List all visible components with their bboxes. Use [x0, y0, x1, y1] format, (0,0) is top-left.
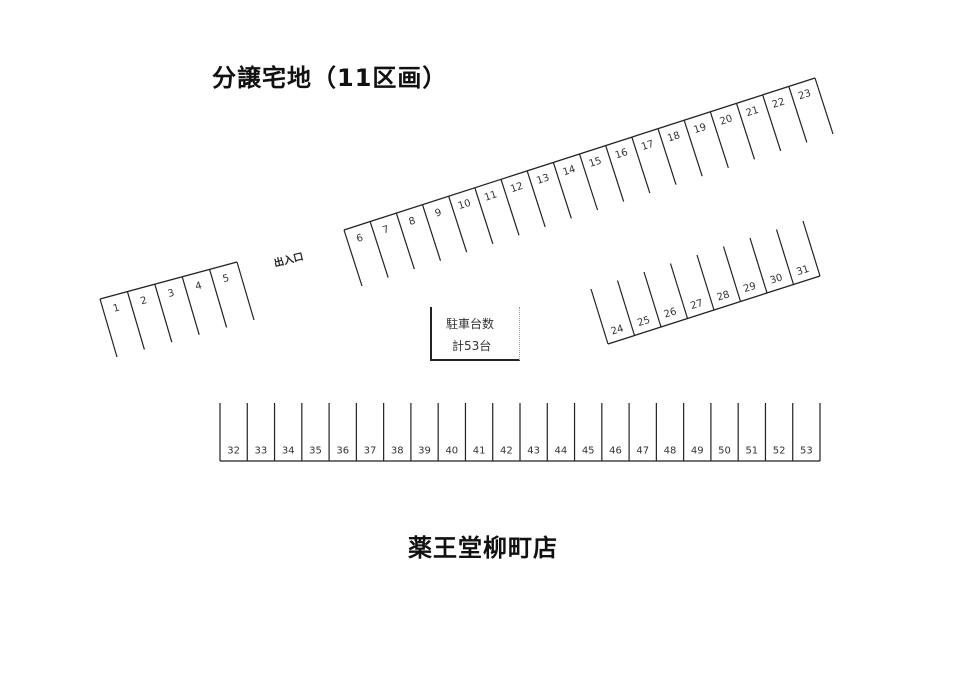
- parking-space-7: 7: [381, 224, 390, 236]
- space-divider: [683, 120, 703, 177]
- parking-space-53: 53: [800, 446, 813, 457]
- space-divider: [552, 162, 572, 219]
- parking-space-40: 40: [445, 446, 458, 457]
- parking-space-14: 14: [561, 164, 576, 178]
- parking-space-10: 10: [457, 198, 472, 212]
- parking-space-12: 12: [509, 181, 524, 195]
- parking-space-47: 47: [636, 446, 649, 457]
- parking-space-35: 35: [309, 446, 322, 457]
- parking-space-37: 37: [364, 446, 377, 457]
- parking-space-16: 16: [614, 147, 629, 161]
- parking-space-34: 34: [282, 446, 295, 457]
- space-divider: [590, 288, 609, 345]
- parking-space-15: 15: [588, 156, 603, 170]
- space-divider: [526, 170, 546, 228]
- space-divider: [696, 254, 715, 311]
- space-divider: [605, 145, 625, 202]
- parking-space-31: 31: [795, 264, 810, 278]
- parking-space-38: 38: [391, 446, 404, 457]
- parking-count-label: 駐車台数: [446, 317, 495, 331]
- space-divider: [814, 77, 834, 135]
- space-divider: [657, 128, 677, 185]
- parking-space-19: 19: [692, 122, 707, 136]
- parking-space-39: 39: [418, 446, 431, 457]
- space-divider: [616, 280, 636, 336]
- space-divider: [643, 271, 662, 328]
- parking-space-33: 33: [255, 446, 268, 457]
- space-divider: [369, 221, 389, 278]
- parking-space-50: 50: [718, 446, 731, 457]
- row-a-edge: [99, 261, 238, 300]
- parking-space-26: 26: [663, 306, 678, 320]
- parking-space-5: 5: [222, 273, 231, 285]
- space-divider: [775, 229, 795, 285]
- parking-space-51: 51: [745, 446, 758, 457]
- parking-space-18: 18: [666, 130, 681, 144]
- parking-space-41: 41: [473, 446, 486, 457]
- parking-space-6: 6: [355, 233, 364, 245]
- parking-space-32: 32: [227, 446, 240, 457]
- parking-space-9: 9: [434, 207, 443, 219]
- space-divider: [749, 237, 768, 294]
- parking-space-3: 3: [167, 288, 176, 300]
- space-divider: [669, 263, 689, 319]
- parking-count-box: 駐車台数 計53台: [430, 307, 520, 361]
- space-divider: [709, 111, 729, 168]
- parking-space-24: 24: [610, 323, 625, 337]
- parking-space-48: 48: [664, 446, 677, 457]
- parking-space-46: 46: [609, 446, 622, 457]
- parking-space-23: 23: [797, 88, 812, 102]
- space-divider: [395, 212, 415, 270]
- space-divider: [181, 276, 200, 335]
- parking-space-36: 36: [336, 446, 349, 457]
- store-title: 薬王堂柳町店: [408, 534, 558, 562]
- parking-space-49: 49: [691, 446, 704, 457]
- parking-space-8: 8: [408, 216, 417, 228]
- space-divider: [788, 86, 808, 143]
- parking-space-28: 28: [716, 289, 731, 303]
- parking-space-27: 27: [689, 298, 704, 312]
- parking-space-13: 13: [535, 172, 550, 186]
- space-divider: [421, 204, 442, 261]
- residential-lots-title: 分譲宅地（11区画）: [212, 64, 448, 92]
- parking-space-43: 43: [527, 446, 540, 457]
- parking-space-29: 29: [742, 281, 757, 295]
- parking-space-17: 17: [640, 139, 655, 153]
- parking-space-2: 2: [139, 295, 148, 307]
- space-divider: [448, 196, 468, 253]
- space-divider: [500, 179, 520, 236]
- space-divider: [154, 284, 173, 343]
- space-divider: [735, 103, 756, 160]
- parking-count-total: 計53台: [452, 339, 492, 353]
- parking-space-30: 30: [769, 272, 784, 286]
- space-divider: [236, 261, 255, 321]
- space-divider: [126, 291, 145, 350]
- parking-space-25: 25: [636, 315, 651, 329]
- parking-space-44: 44: [555, 446, 568, 457]
- space-divider: [722, 246, 742, 302]
- parking-space-45: 45: [582, 446, 595, 457]
- parking-space-22: 22: [771, 96, 786, 110]
- space-divider: [474, 187, 494, 244]
- space-divider: [343, 229, 363, 287]
- parking-space-4: 4: [194, 280, 203, 292]
- space-divider: [99, 298, 118, 358]
- space-divider: [578, 153, 599, 211]
- space-divider: [762, 94, 782, 152]
- space-divider: [631, 136, 651, 194]
- space-divider: [209, 269, 228, 328]
- parking-space-52: 52: [773, 446, 786, 457]
- parking-space-21: 21: [745, 105, 760, 119]
- parking-space-11: 11: [483, 189, 498, 203]
- parking-space-20: 20: [718, 113, 733, 127]
- space-divider: [802, 220, 821, 277]
- parking-space-42: 42: [500, 446, 513, 457]
- parking-space-1: 1: [112, 303, 121, 315]
